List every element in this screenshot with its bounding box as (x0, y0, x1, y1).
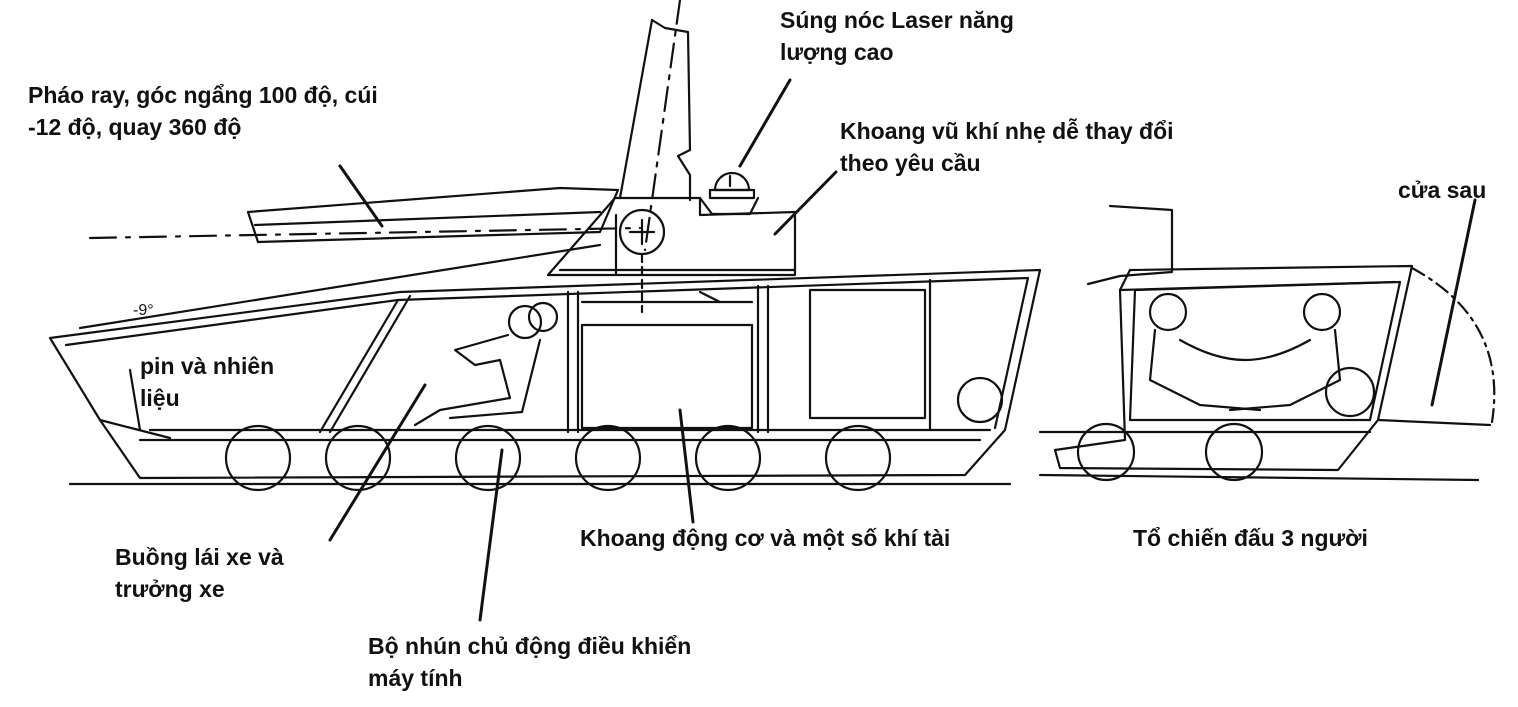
crew-figures (1148, 292, 1342, 412)
label-engine-bay: Khoang động cơ và một số khí tài (580, 525, 951, 551)
front-wheels (224, 376, 1004, 492)
label-depression-angle: -9° (133, 302, 154, 319)
front-hull (48, 268, 1042, 480)
label-railgun: Pháo ray, góc ngẩng 100 độ, cúi -12 độ, … (28, 82, 378, 140)
railgun-barrel (88, 0, 692, 252)
driver-figure (413, 301, 559, 427)
rear-wheels (1076, 366, 1376, 482)
engine-compartment (580, 288, 927, 430)
turret (546, 196, 797, 314)
leader-lines (328, 78, 1477, 622)
rear-module (1038, 204, 1496, 472)
depression-line (78, 243, 602, 330)
label-driver-cabin: Buồng lái xe và trưởng xe (115, 544, 284, 602)
ground-line (68, 473, 1480, 486)
bulkheads (318, 278, 932, 434)
label-laser: Súng nóc Laser năng lượng cao (780, 7, 1014, 65)
label-rear-door: cửa sau (1398, 177, 1487, 203)
label-suspension: Bộ nhún chủ động điều khiển máy tính (368, 633, 692, 691)
label-battery-fuel: pin và nhiên liệu (140, 353, 275, 411)
laser-gun (698, 171, 760, 216)
label-light-weapons: Khoang vũ khí nhẹ dễ thay đổi theo yêu c… (840, 118, 1174, 176)
label-crew: Tổ chiến đấu 3 người (1133, 525, 1368, 551)
